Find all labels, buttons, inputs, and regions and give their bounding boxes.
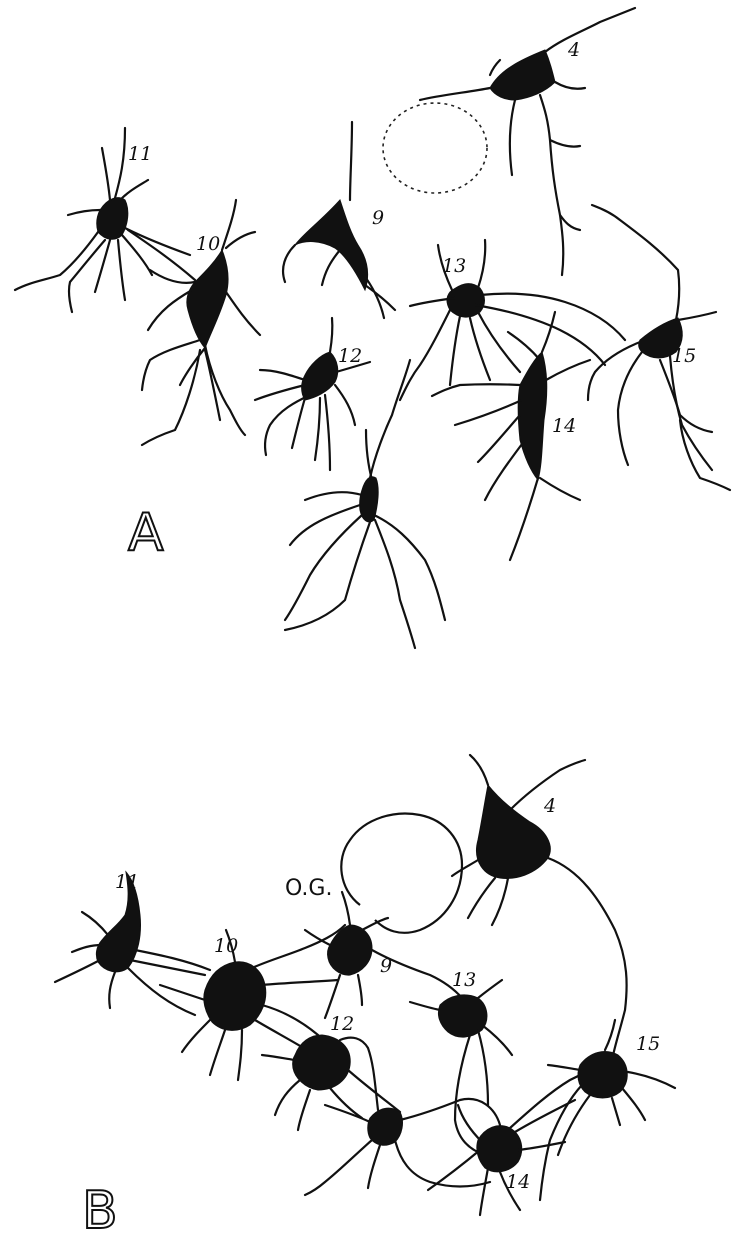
panel-b-cell-12-label: 12 <box>330 1013 354 1035</box>
panel-a-cell-4 <box>420 8 635 275</box>
panel-a-cell-unlabeled <box>285 360 445 648</box>
panel-a-label: A <box>128 503 164 563</box>
panel-a-cell-13 <box>400 240 625 400</box>
panel-a-cell-9-label: 9 <box>372 207 384 229</box>
panel-b-cell-11-label: 11 <box>115 871 139 893</box>
panel-b-cell-14-label: 14 <box>506 1171 530 1193</box>
panel-b-cell-9-label: 9 <box>380 955 392 977</box>
panel-a-cell-11-label: 11 <box>128 143 152 165</box>
panel-a-cell-11 <box>15 128 195 312</box>
panel-b-og-circle <box>341 814 462 933</box>
panel-a-cell-10-label: 10 <box>196 233 220 255</box>
panel-a-cell-4-label: 4 <box>567 39 580 61</box>
panel-b-cell-4-label: 4 <box>543 795 556 817</box>
panel-a-cell-15 <box>588 205 730 490</box>
panel-a-cell-13-label: 13 <box>442 255 466 277</box>
panel-a-dashed-circle <box>383 103 487 193</box>
panel-b-cell-13-label: 13 <box>452 969 476 991</box>
panel-b-cell-10-label: 10 <box>214 935 238 957</box>
panel-a-cell-14-label: 14 <box>552 415 576 437</box>
panel-a: 4 9 10 <box>15 8 730 648</box>
panel-b: O.G. 4 11 <box>55 755 675 1240</box>
panel-b-label: B <box>82 1181 118 1240</box>
panel-a-cell-15-label: 15 <box>672 345 696 367</box>
panel-b-og-label: O.G. <box>285 876 332 901</box>
panel-a-cell-12 <box>255 318 370 470</box>
panel-b-cell-15-label: 15 <box>636 1033 660 1055</box>
panel-a-cell-12-label: 12 <box>338 345 362 367</box>
